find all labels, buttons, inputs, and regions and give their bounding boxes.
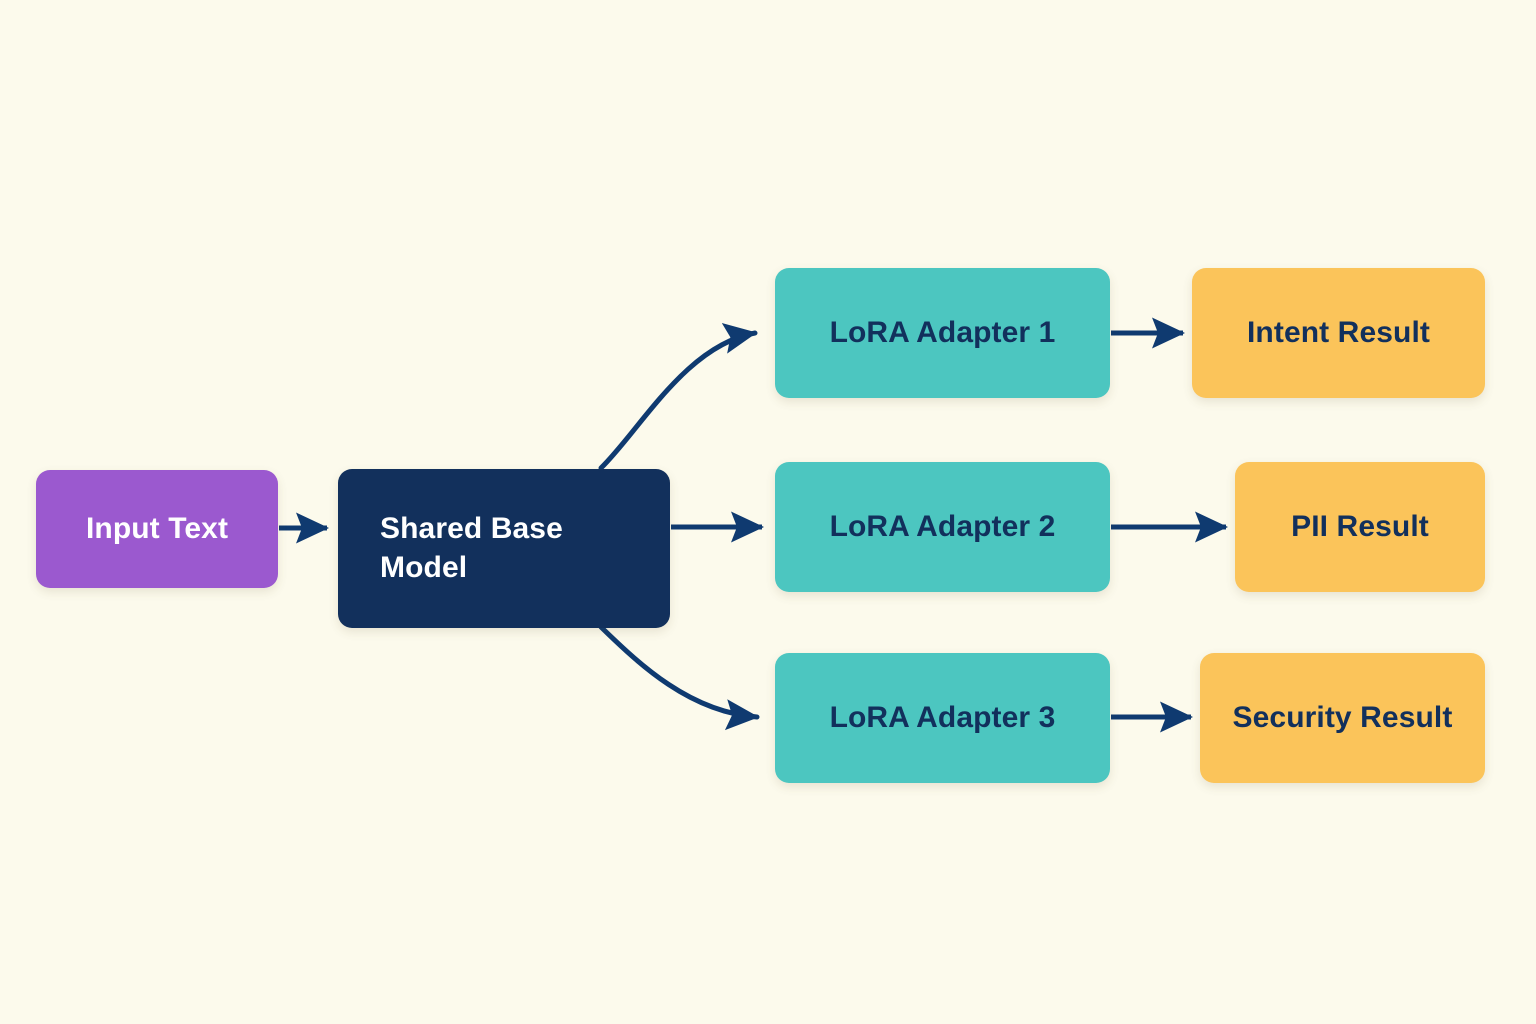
- edge-base-to-adapter3: [598, 624, 760, 731]
- node-lora-adapter-2-label: LoRA Adapter 2: [829, 509, 1056, 543]
- node-intent-result-label: Intent Result: [1247, 315, 1430, 349]
- edge-base-to-adapter1: [598, 323, 758, 471]
- node-shared-base-model-label: Shared Base Model: [380, 512, 563, 584]
- node-shared-base-model[interactable]: Shared Base Model: [338, 469, 670, 628]
- node-pii-result-label: PII Result: [1291, 509, 1429, 543]
- node-lora-adapter-1-label: LoRA Adapter 1: [829, 315, 1056, 349]
- node-lora-adapter-1[interactable]: LoRA Adapter 1: [775, 268, 1110, 398]
- node-pii-result[interactable]: PII Result: [1235, 462, 1485, 592]
- node-lora-adapter-3[interactable]: LoRA Adapter 3: [775, 653, 1110, 783]
- node-security-result[interactable]: Security Result: [1200, 653, 1485, 783]
- node-lora-adapter-2[interactable]: LoRA Adapter 2: [775, 462, 1110, 592]
- node-input-text-label: Input Text: [85, 511, 229, 545]
- node-security-result-label: Security Result: [1232, 700, 1453, 734]
- node-intent-result[interactable]: Intent Result: [1192, 268, 1485, 398]
- node-input-text[interactable]: Input Text: [36, 470, 278, 588]
- node-lora-adapter-3-label: LoRA Adapter 3: [829, 700, 1056, 734]
